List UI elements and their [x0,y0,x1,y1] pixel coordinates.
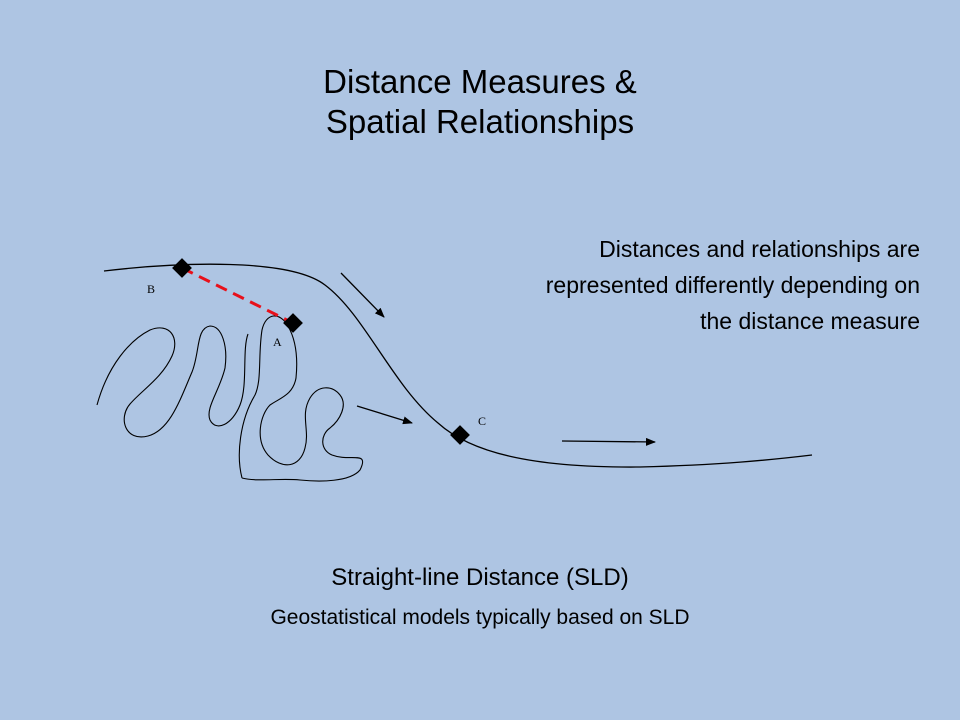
point-label-c: C [478,414,486,428]
description-text: Distances and relationships are represen… [420,231,920,339]
sld-heading: Straight-line Distance (SLD) [331,564,629,591]
description-line-1: Distances and relationships are [599,236,920,262]
sld-subheading: Geostatistical models typically based on… [270,606,690,629]
point-label-a: A [273,335,282,349]
slide-title: Distance Measures & Spatial Relationship… [0,62,960,142]
diamond-marker-icon [283,313,303,333]
description-line-3: the distance measure [700,308,920,334]
diamond-marker-icon [450,425,470,445]
tributary-squiggle-2 [238,315,364,482]
flow-arrow-icon [356,405,413,425]
sld-dashed-line [181,266,294,325]
title-line-2: Spatial Relationships [325,103,635,140]
flow-arrow-icon [561,437,656,446]
flow-arrow-icon [340,272,385,318]
title-line-1: Distance Measures & [323,63,637,100]
river-main-channel [103,263,813,468]
description-line-2: represented differently depending on [545,272,920,298]
tributary-squiggle-1 [96,325,249,438]
diamond-marker-icon [172,258,192,278]
point-label-b: B [147,282,155,296]
